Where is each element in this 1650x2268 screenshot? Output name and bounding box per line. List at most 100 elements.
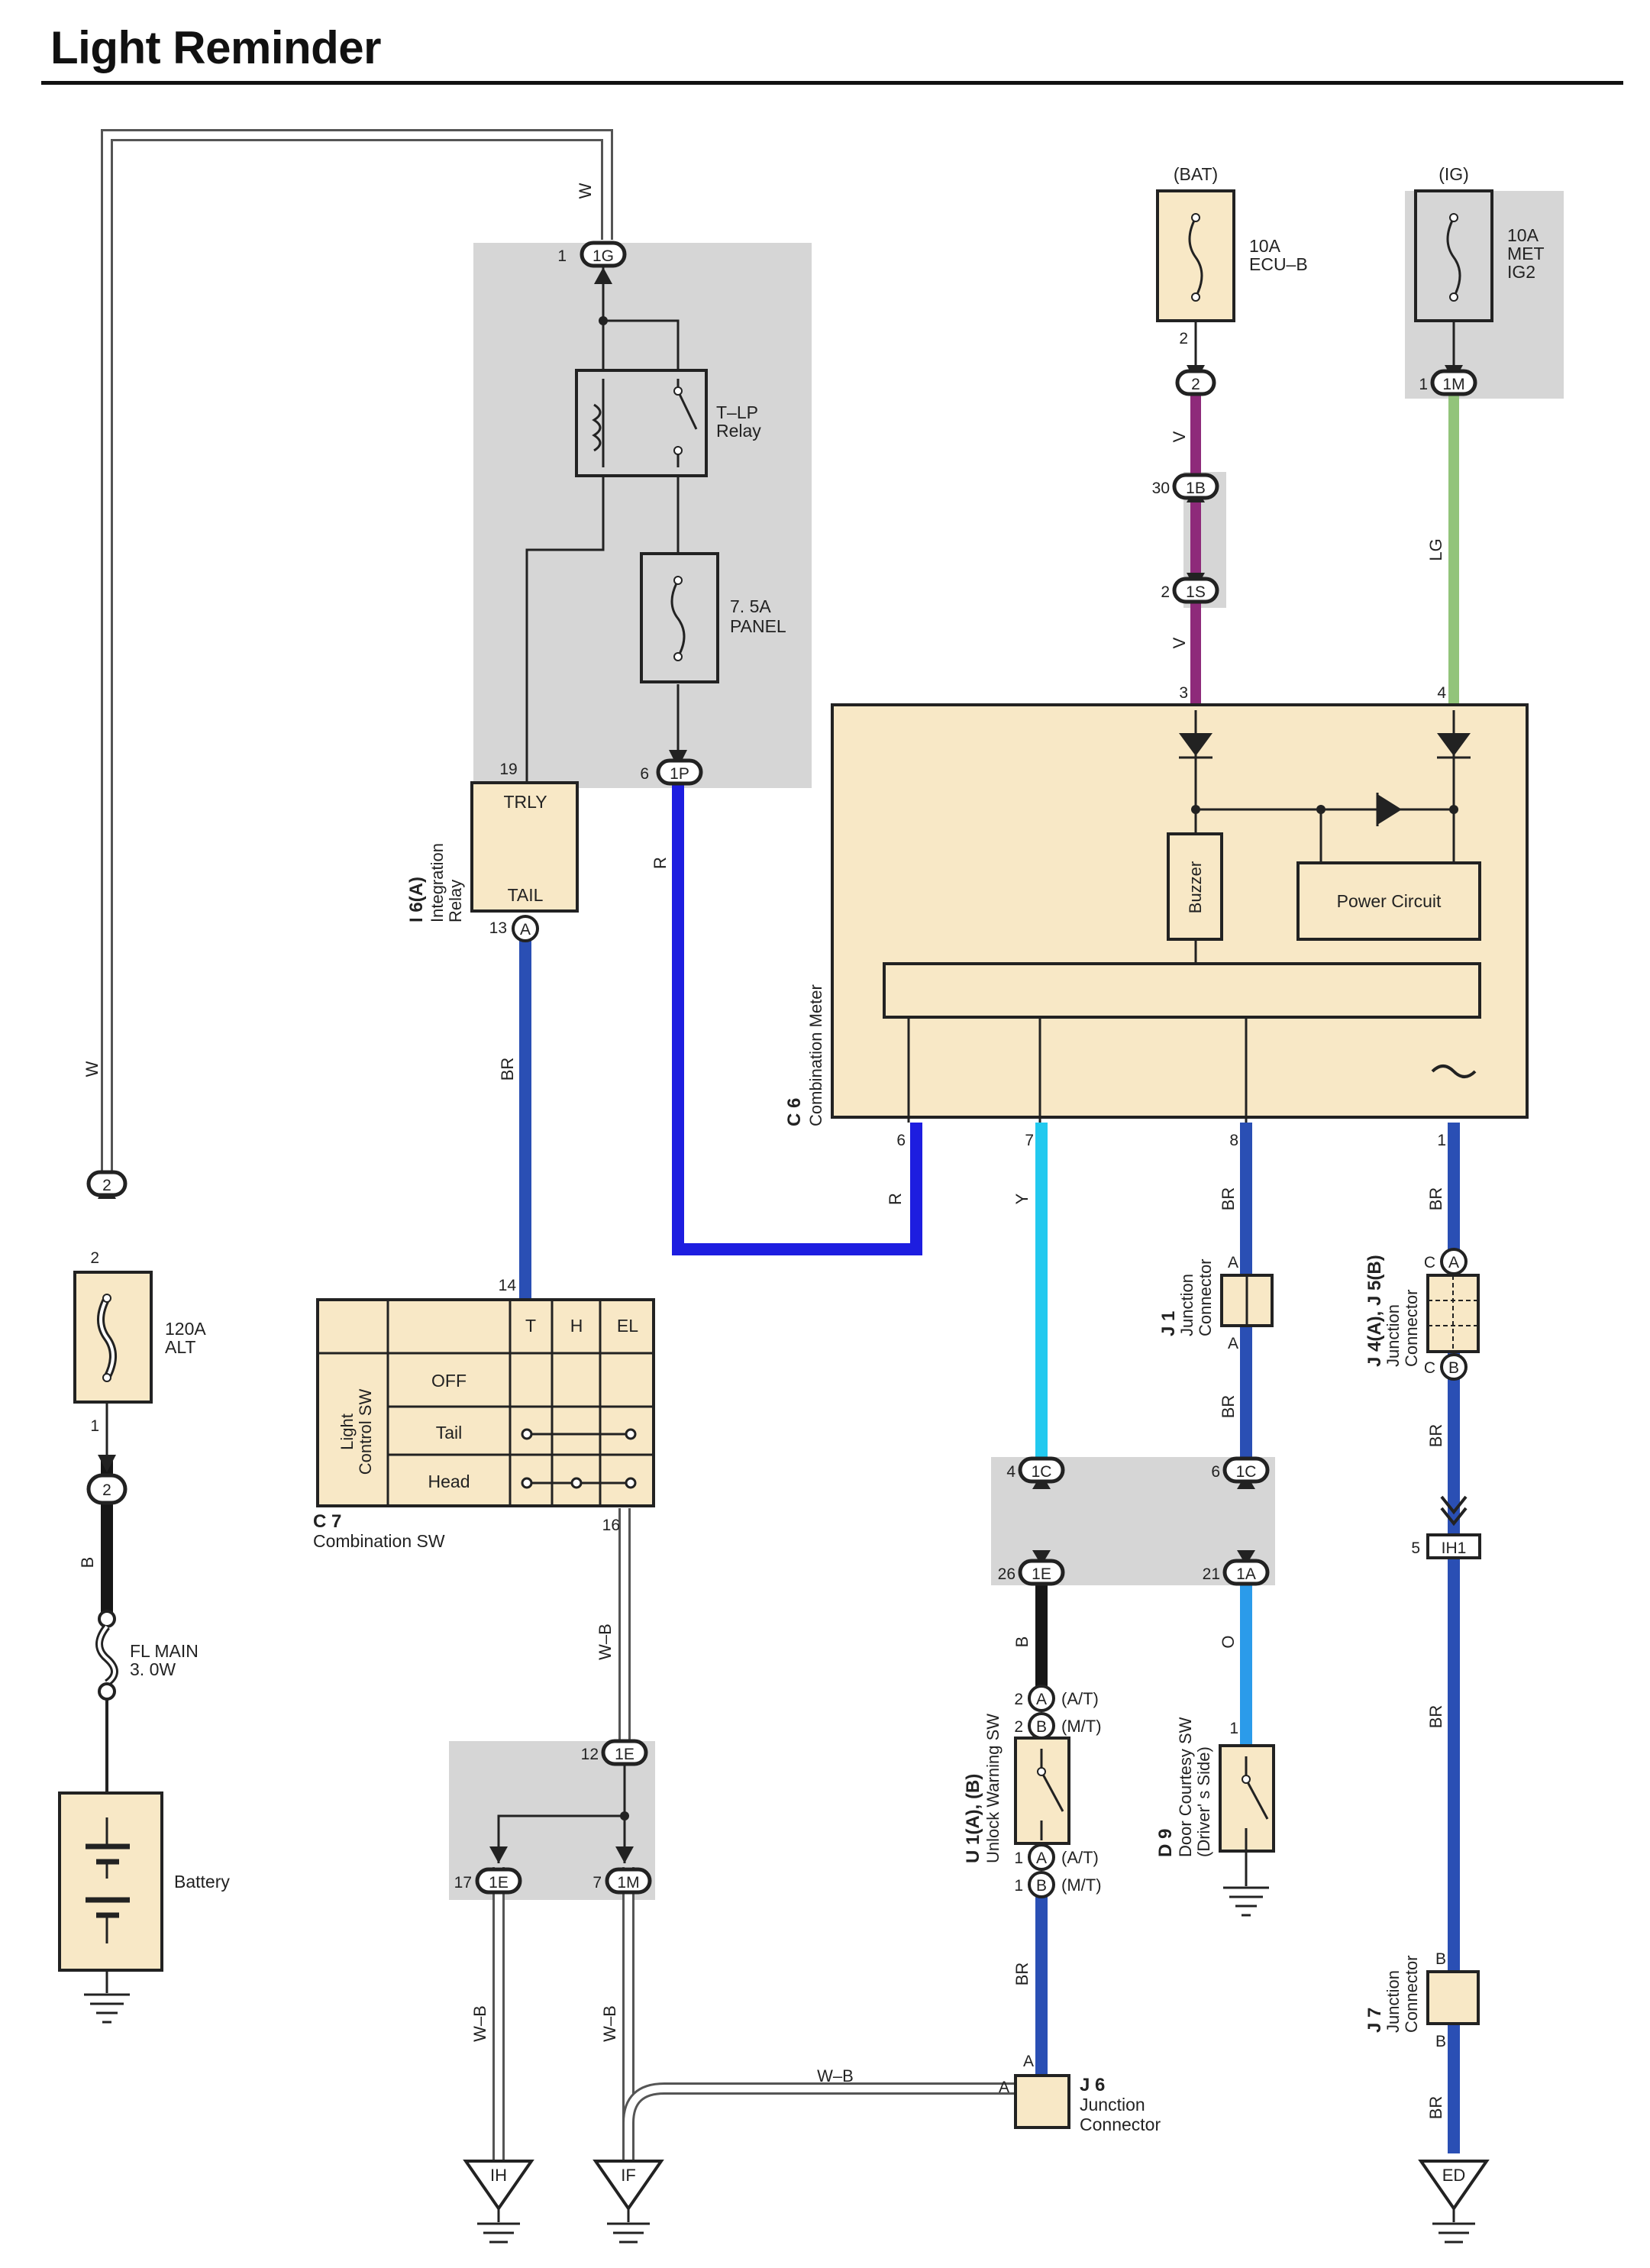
d9-id: D 9 [1155, 1829, 1176, 1857]
connector-1c-left: 1C [1018, 1456, 1065, 1484]
connector-u1-a-bottom: A [1028, 1843, 1055, 1871]
wire-label-o: O [1219, 1635, 1238, 1648]
wire-label-br-ed-1: BR [1426, 1187, 1445, 1211]
connector-1a: 1A [1222, 1559, 1270, 1586]
connector-1e-top-label: 1E [615, 1746, 634, 1763]
j6-id: J 6 [1080, 2075, 1105, 2095]
combination-meter [831, 703, 1529, 1123]
pin-a-j1-top: A [1228, 1254, 1238, 1271]
j4-j5-connector-body [1426, 1274, 1480, 1353]
j1-name-2: Connector [1196, 1258, 1215, 1336]
connector-1c-left-label: 1C [1032, 1463, 1052, 1481]
t-lp-relay [575, 369, 708, 477]
connector-1c-right: 1C [1222, 1456, 1270, 1484]
fl-main-label-2: 3. 0W [130, 1659, 176, 1679]
connector-u1-a-top-label: A [1036, 1691, 1047, 1708]
met-ig2-fuse [1414, 189, 1493, 380]
j6-name-2: Connector [1080, 2115, 1161, 2134]
w-wire [101, 129, 613, 1172]
d9-name-2: (Driver' s Side) [1194, 1746, 1213, 1857]
u1-mt-top: (M/T) [1061, 1717, 1102, 1736]
u1-mt-bottom: (M/T) [1061, 1875, 1102, 1895]
connector-ecu-2: 2 [1175, 369, 1216, 396]
met-ig2-fuse-label-3: IG2 [1507, 262, 1535, 282]
pin-4-1c: 4 [1006, 1463, 1016, 1481]
pin-21: 21 [1203, 1565, 1220, 1583]
j7-name-2: Connector [1402, 1955, 1421, 2033]
switch-side-1: Light [337, 1413, 357, 1450]
ecu-b-fuse [1156, 189, 1235, 380]
relay-label-2: Relay [716, 421, 761, 441]
met-ig2-fuse-label-1: 10A [1507, 225, 1539, 245]
pin-16: 16 [602, 1517, 620, 1534]
power-circuit-label: Power Circuit [1337, 891, 1442, 911]
pin-30: 30 [1152, 480, 1170, 497]
connector-ih1-label: IH1 [1442, 1539, 1467, 1557]
wire-label-r-top: R [651, 857, 670, 869]
wire-label-v-top: V [1170, 431, 1189, 442]
connector-1e-left: 1E [475, 1867, 522, 1895]
switch-row-head: Head [428, 1472, 470, 1491]
ig-supply-label: (IG) [1439, 164, 1469, 184]
wire-label-b-battery: B [78, 1557, 97, 1569]
pin-c-j4: C [1424, 1254, 1435, 1271]
u1-at-top: (A/T) [1061, 1689, 1099, 1708]
connector-1b: 1B [1172, 473, 1219, 500]
page-title: Light Reminder [50, 22, 382, 73]
integration-relay-body [470, 781, 579, 913]
j4-j5-name-1: Junction [1384, 1304, 1403, 1367]
pin-2-ecu: 2 [1179, 330, 1188, 347]
connector-1s: 1S [1172, 577, 1219, 604]
pin-b-j7-bottom: B [1435, 2033, 1446, 2050]
wire-label-br-relay: BR [498, 1058, 517, 1081]
wire-label-w-left: W [82, 1061, 102, 1077]
connector-1m-top-label: 1M [1442, 376, 1464, 393]
door-courtesy-switch [1219, 1744, 1275, 1917]
wire-label-br-ed-3: BR [1426, 1705, 1445, 1729]
pin-b-j7-top: B [1435, 1950, 1446, 1968]
pin-6-meter: 6 [896, 1132, 906, 1149]
u1-id: U 1(A), (B) [963, 1774, 983, 1863]
wire-label-r-bottom: R [886, 1193, 905, 1205]
pin-a-j6-left: A [999, 2079, 1009, 2096]
connector-1m-bottom-label: 1M [617, 1874, 639, 1892]
j1-name-1: Junction [1177, 1274, 1196, 1336]
fl-main-fusible-link [95, 1610, 118, 1701]
connector-1e-b-label: 1E [1032, 1565, 1051, 1583]
bat-supply-label: (BAT) [1174, 164, 1218, 184]
pin-17: 17 [454, 1874, 472, 1892]
wire-label-v-bottom: V [1170, 637, 1189, 648]
switch-row-off: OFF [431, 1371, 467, 1391]
combination-sw-name: Combination SW [313, 1531, 445, 1551]
ground-if-label: IF [621, 2166, 636, 2185]
u1-at-bottom: (A/T) [1061, 1848, 1099, 1867]
pin-2-u1-b: 2 [1014, 1718, 1023, 1736]
pin-1-alt: 1 [90, 1417, 99, 1435]
alt-fuse-label-2: ALT [165, 1337, 195, 1357]
ground-ed-label: ED [1442, 2166, 1466, 2185]
connector-1p-label: 1P [670, 765, 689, 783]
connector-1c-right-label: 1C [1236, 1463, 1257, 1481]
pin-1-meter: 1 [1437, 1132, 1446, 1149]
d9-name-1: Door Courtesy SW [1176, 1717, 1195, 1857]
connector-alt-2-top: 2 [86, 1170, 128, 1197]
pin-2-u1-a: 2 [1014, 1691, 1023, 1708]
pin-1-d9: 1 [1229, 1720, 1238, 1737]
combination-meter-id: C 6 [784, 1098, 805, 1126]
combination-meter-name: Combination Meter [806, 984, 825, 1126]
connector-u1-b-top: B [1028, 1712, 1055, 1740]
connector-relay-a-label: A [520, 921, 531, 939]
connector-ecu-2-label: 2 [1191, 376, 1200, 393]
battery-symbol [58, 1791, 163, 2024]
pin-1-u1-a: 1 [1014, 1850, 1023, 1867]
relay-label-1: T–LP [716, 402, 758, 422]
connector-alt-2-top-label: 2 [102, 1177, 111, 1194]
wire-label-wb-3: W–B [600, 2005, 619, 2042]
pin-c-j5: C [1424, 1359, 1435, 1377]
wb-wires [492, 1508, 1016, 2161]
wire-label-b-u1: B [1012, 1636, 1032, 1648]
wire-label-wb-1: W–B [596, 1623, 615, 1660]
buzzer-label: Buzzer [1186, 861, 1205, 913]
connector-j5-b-label: B [1448, 1359, 1459, 1377]
